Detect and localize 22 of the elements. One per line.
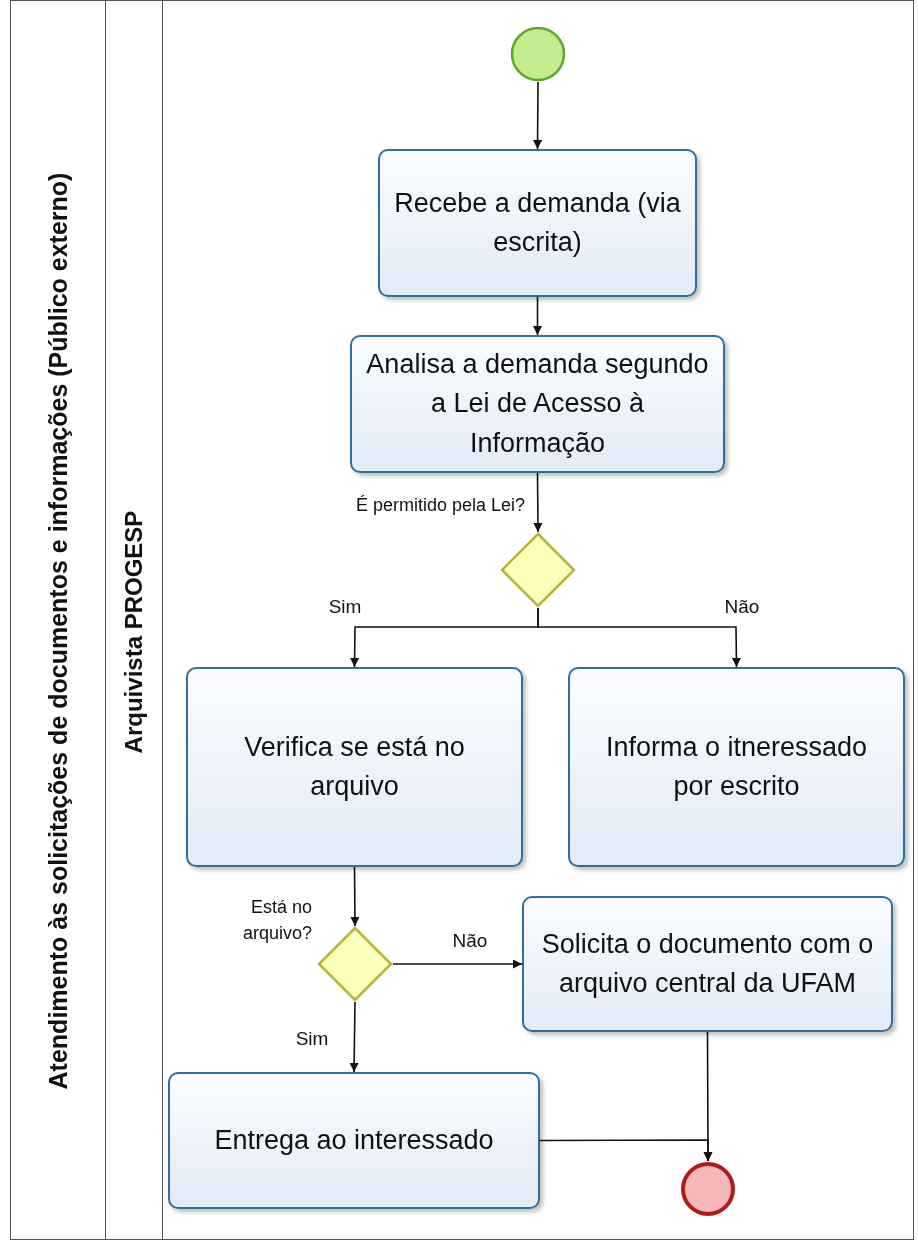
pool-title: Atendimento às solicitações de documentos e informações (Público externo) [43,171,73,1092]
process-box: Analisa a demanda segundo a Lei de Acesso à Informação [350,335,725,473]
decision-diamond [317,926,393,1002]
arrow [392,959,523,969]
gateway-label: É permitido pela Lei? [355,494,525,517]
arrow [539,1139,713,1162]
arrow [533,472,543,533]
process-box: Informa o itneressado por escrito [568,667,905,867]
process-box: Entrega ao interessado [168,1072,540,1209]
process-box: Verifica se está no arquivo [186,667,523,867]
gateway-label: Está no arquivo? [241,896,312,946]
arrow [350,866,360,927]
end-event-circle [680,1161,736,1217]
arrow [349,1001,359,1073]
arrow [533,296,542,336]
arrow [533,81,543,150]
decision-diamond [500,532,576,608]
arrow [537,607,741,668]
process-box: Recebe a demanda (via escrita) [378,149,697,297]
lane-title: Arquivista PROGESP [120,509,148,756]
start-event-circle [510,26,566,82]
process-box: Solicita o documento com o arquivo central da UFAM [522,896,893,1032]
